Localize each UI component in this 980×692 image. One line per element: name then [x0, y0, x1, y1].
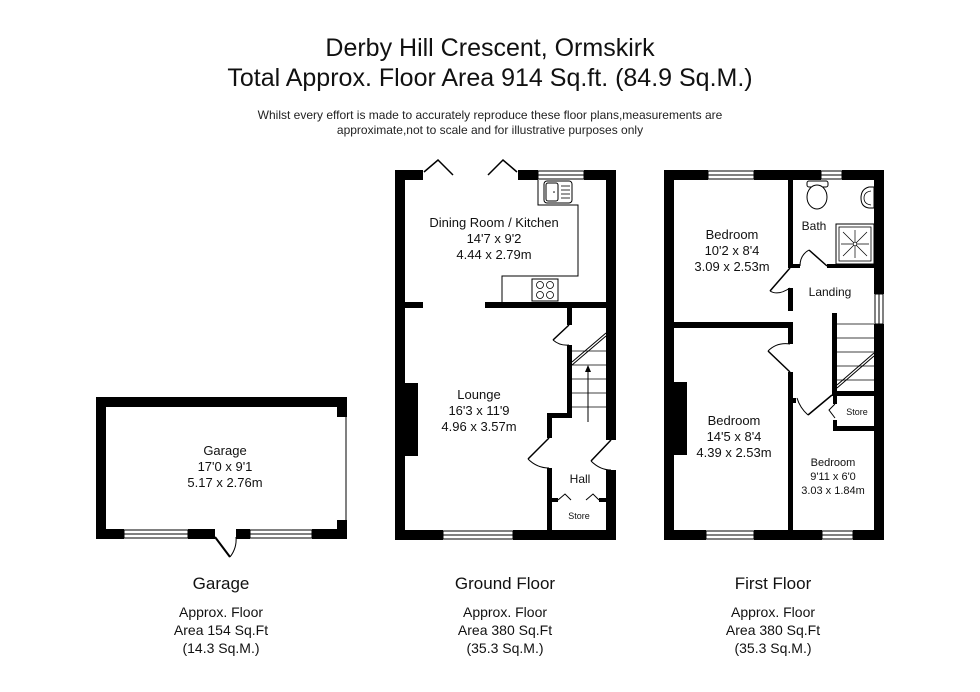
shower-icon — [835, 223, 875, 265]
first-floor-plan — [664, 170, 884, 540]
floor-name: Ground Floor — [454, 574, 556, 593]
disclaimer-line-1: Whilst every effort is made to accuratel… — [257, 108, 723, 122]
ground-floor-plan — [395, 158, 616, 540]
caption-ground-floor: Ground Floor Approx. Floor Area 380 Sq.F… — [454, 574, 556, 656]
store-doors-icon — [557, 493, 600, 501]
window-icon — [820, 170, 843, 180]
window-icon — [442, 530, 514, 540]
floor-name: Garage — [192, 574, 250, 593]
door-icon — [552, 324, 570, 346]
toilet-icon — [806, 180, 829, 210]
staircase-icon — [571, 332, 607, 422]
total-floor-area: Total Approx. Floor Area 914 Sq.ft. (84.… — [227, 64, 753, 92]
front-door-icon — [590, 439, 612, 471]
window-icon — [123, 529, 189, 539]
door-icon — [214, 536, 237, 558]
room-label-bath: Bath — [801, 219, 827, 233]
property-title: Derby Hill Crescent, Ormskirk — [325, 34, 655, 62]
door-icon — [769, 267, 791, 294]
door-icon — [828, 403, 836, 419]
french-doors-icon — [423, 158, 518, 176]
garage-plan — [96, 397, 347, 558]
kitchen-worktop — [501, 180, 579, 302]
window-icon — [707, 170, 755, 180]
window-icon — [705, 530, 755, 540]
door-icon — [767, 343, 791, 373]
hob-icon — [531, 278, 559, 302]
room-label-bedroom-2: Bedroom 14'5 x 8'4 4.39 x 2.53m — [696, 413, 772, 460]
door-icon — [527, 437, 550, 469]
room-label-first-store: Store — [846, 407, 868, 417]
basin-icon — [860, 186, 875, 209]
floor-name: First Floor — [734, 574, 812, 593]
window-icon — [821, 530, 854, 540]
room-label-hall: Hall — [569, 472, 591, 486]
sink-icon — [543, 180, 573, 204]
disclaimer: Whilst every effort is made to accuratel… — [0, 108, 980, 138]
window-icon — [874, 293, 884, 325]
room-label-ground-store: Store — [568, 511, 590, 521]
room-label-bedroom-1: Bedroom 10'2 x 8'4 3.09 x 2.53m — [694, 227, 770, 274]
window-icon — [249, 529, 313, 539]
room-label-bedroom-3: Bedroom 9'11 x 6'0 3.03 x 1.84m — [801, 457, 865, 497]
room-label-garage: Garage 17'0 x 9'1 5.17 x 2.76m — [187, 443, 263, 490]
window-icon — [537, 170, 585, 180]
room-label-dining-kitchen: Dining Room / Kitchen 14'7 x 9'2 4.44 x … — [429, 215, 559, 262]
door-icon — [799, 249, 828, 267]
disclaimer-line-2: approximate,not to scale and for illustr… — [336, 123, 644, 137]
caption-garage: Garage Approx. Floor Area 154 Sq.Ft (14.… — [173, 574, 269, 656]
caption-first-floor: First Floor Approx. Floor Area 380 Sq.Ft… — [725, 574, 821, 656]
room-label-lounge: Lounge 16'3 x 11'9 4.96 x 3.57m — [441, 387, 517, 434]
room-label-landing: Landing — [808, 285, 852, 299]
staircase-icon — [836, 323, 875, 389]
door-icon — [796, 394, 833, 416]
